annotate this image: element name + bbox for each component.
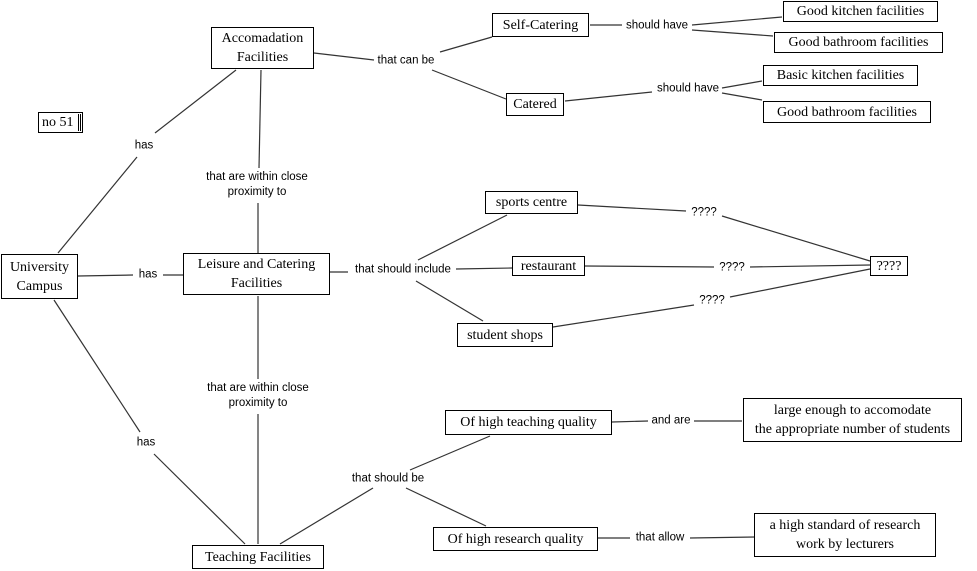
connector — [405, 487, 487, 527]
connector — [415, 280, 484, 322]
connector — [455, 267, 513, 270]
connector — [57, 156, 138, 254]
connector — [729, 268, 871, 298]
connector — [53, 299, 141, 433]
link-label-has-bottom: has — [134, 435, 158, 451]
connector — [689, 536, 756, 539]
link-label-and-are: and are — [649, 413, 693, 429]
node-self-catering[interactable]: Self-Catering — [492, 13, 589, 37]
connector — [153, 453, 246, 545]
link-label-that-can-be: that can be — [375, 53, 437, 69]
link-label-that-allow: that allow — [633, 530, 687, 546]
connector — [721, 215, 871, 262]
node-student-shops[interactable]: student shops — [457, 323, 553, 347]
node-good-kitchen-facilities[interactable]: Good kitchen facilities — [783, 1, 938, 22]
node-accommodation-facilities[interactable]: Accomadation Facilities — [211, 27, 314, 69]
node-good-bathroom-facilities-1[interactable]: Good bathroom facilities — [774, 32, 943, 53]
link-label-has-middle: has — [136, 267, 160, 283]
connector — [279, 487, 374, 545]
node-sports-centre[interactable]: sports centre — [485, 191, 578, 214]
connector — [154, 69, 237, 134]
node-high-research-quality[interactable]: Of high research quality — [433, 527, 598, 551]
node-high-teaching-quality[interactable]: Of high teaching quality — [445, 410, 612, 435]
connector — [691, 16, 783, 26]
text-cursor-marker — [78, 114, 81, 131]
link-label-q-shops: ???? — [697, 293, 727, 309]
connector — [313, 52, 375, 61]
node-unknown[interactable]: ???? — [870, 256, 908, 276]
connector — [409, 435, 491, 471]
node-research-standard[interactable]: a high standard of research work by lect… — [754, 513, 936, 557]
link-label-sc-should-have: should have — [623, 18, 691, 34]
node-university-campus[interactable]: University Campus — [1, 254, 78, 299]
node-catered[interactable]: Catered — [506, 93, 564, 116]
link-label-should-be: that should be — [349, 471, 427, 487]
node-leisure-catering-facilities[interactable]: Leisure and Catering Facilities — [183, 253, 330, 295]
link-label-proximity-top: that are within close proximity to — [204, 170, 310, 200]
connector — [552, 304, 695, 328]
connector — [577, 204, 687, 212]
node-good-bathroom-facilities-2[interactable]: Good bathroom facilities — [763, 101, 931, 123]
link-label-should-include: that should include — [353, 262, 453, 278]
connector — [749, 264, 871, 268]
node-large-enough[interactable]: large enough to accomodate the appropria… — [743, 398, 962, 442]
node-teaching-facilities[interactable]: Teaching Facilities — [192, 545, 324, 569]
link-label-proximity-bottom: that are within close proximity to — [205, 381, 311, 411]
connector — [439, 36, 493, 53]
connector — [564, 91, 653, 102]
link-label-has-top: has — [132, 138, 156, 154]
connector — [431, 69, 507, 100]
node-restaurant[interactable]: restaurant — [512, 256, 585, 276]
connector — [611, 420, 649, 423]
link-label-q-sports: ???? — [689, 205, 719, 221]
connector — [721, 92, 763, 101]
link-label-q-restaurant: ???? — [717, 260, 747, 276]
connector — [584, 265, 715, 268]
connector — [77, 274, 134, 277]
connector — [721, 80, 763, 89]
connector — [691, 29, 774, 37]
connector — [417, 214, 508, 261]
link-label-cat-should-have: should have — [654, 81, 722, 97]
node-basic-kitchen-facilities[interactable]: Basic kitchen facilities — [763, 65, 918, 86]
connector — [258, 69, 262, 169]
node-no-51[interactable]: no 51 — [38, 112, 83, 133]
node-no-51-text: no 51 — [42, 115, 74, 130]
